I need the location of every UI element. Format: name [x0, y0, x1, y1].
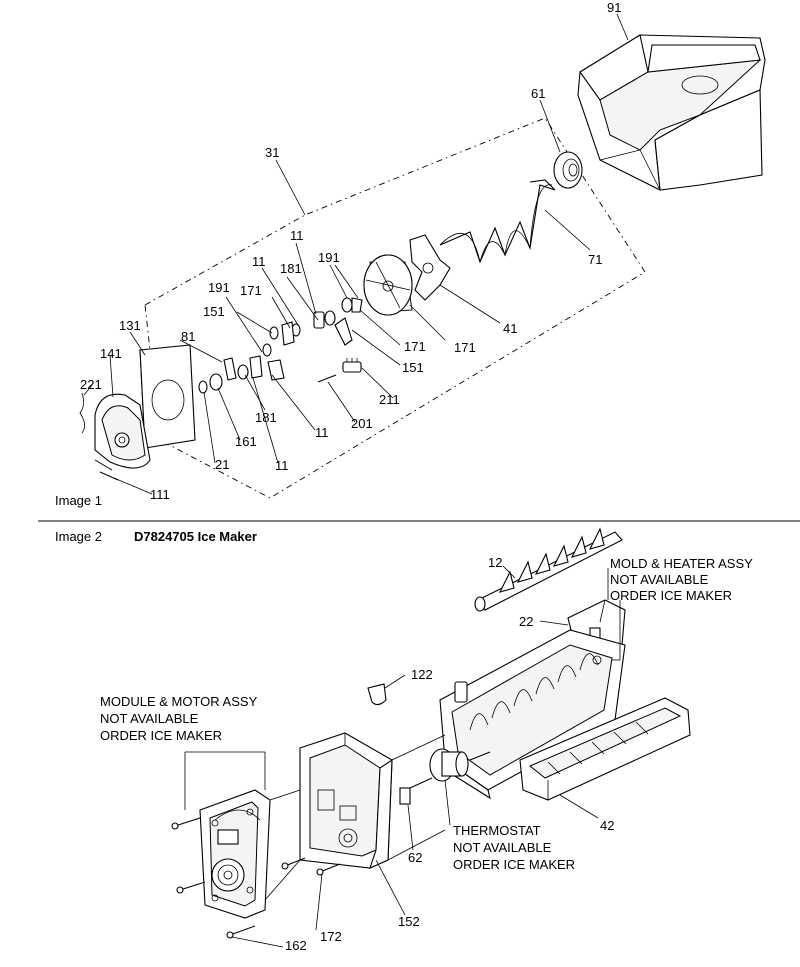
ejector-12: [474, 527, 623, 612]
callout-171: 171: [404, 339, 426, 354]
svg-text:ORDER ICE MAKER: ORDER ICE MAKER: [610, 588, 732, 603]
callout-151: 151: [203, 304, 225, 319]
svg-text:NOT AVAILABLE: NOT AVAILABLE: [100, 711, 199, 726]
callout-131: 131: [119, 318, 141, 333]
callout-111: 111: [150, 487, 170, 502]
svg-text:ORDER ICE MAKER: ORDER ICE MAKER: [453, 857, 575, 872]
callout-151: 151: [402, 360, 424, 375]
callout-172: 172: [320, 929, 342, 944]
callout-91: 91: [607, 0, 621, 15]
ice-bucket-91: [577, 34, 766, 191]
housing-152: [299, 732, 393, 870]
callout-191: 191: [208, 280, 230, 295]
image2-drawing: Image 2 D7824705 Ice Maker: [55, 527, 753, 953]
callout-61: 61: [531, 86, 545, 101]
small-hardware-upper: [269, 297, 363, 346]
svg-text:MOLD & HEATER ASSY: MOLD & HEATER ASSY: [610, 556, 753, 571]
module-motor: [199, 789, 271, 919]
callout-11: 11: [290, 228, 304, 243]
image1-caption: Image 1: [55, 493, 102, 508]
callout-81: 171: [454, 340, 476, 355]
callouts-image1: 91 61 31 71 11 181 191 11 191 171 41 131…: [80, 0, 621, 502]
callout-12: 12: [488, 555, 502, 570]
callout-62: 62: [408, 850, 422, 865]
callout-42: 42: [600, 818, 614, 833]
pin-201: [317, 374, 337, 383]
switch-211: [342, 358, 362, 373]
housing-141: [94, 393, 151, 469]
leader-lines-image2: [184, 565, 621, 948]
svg-text:ORDER ICE MAKER: ORDER ICE MAKER: [100, 728, 222, 743]
leader-lines-image1: [83, 13, 629, 495]
spring-221: [79, 392, 85, 434]
callouts-image2: 12 22 122 62 42 152 172 162: [285, 555, 614, 953]
image2-title: D7824705 Ice Maker: [134, 529, 257, 544]
callout-221: 221: [80, 377, 102, 392]
svg-text:NOT AVAILABLE: NOT AVAILABLE: [453, 840, 552, 855]
plate-131: [139, 344, 196, 449]
callout-171: 81: [181, 329, 195, 344]
clip-122: [367, 683, 387, 706]
callout-211: 211: [379, 392, 400, 407]
image2-caption: Image 2: [55, 529, 102, 544]
cover-42: [519, 697, 691, 801]
drum-81: [363, 254, 413, 316]
callout-201: 201: [351, 416, 373, 431]
note-module-motor: MODULE & MOTOR ASSY NOT AVAILABLE ORDER …: [100, 694, 258, 743]
svg-text:THERMOSTAT: THERMOSTAT: [453, 823, 541, 838]
callout-31: 31: [265, 145, 279, 160]
note-mold-heater: MOLD & HEATER ASSY NOT AVAILABLE ORDER I…: [610, 556, 753, 603]
callout-161: 161: [235, 434, 257, 449]
callout-181: 181: [255, 410, 277, 425]
callout-71: 71: [588, 252, 602, 267]
callout-171: 171: [240, 283, 262, 298]
callout-11: 11: [315, 425, 329, 440]
svg-text:NOT AVAILABLE: NOT AVAILABLE: [610, 572, 709, 587]
callout-141: 141: [100, 346, 122, 361]
callout-122: 122: [411, 667, 433, 682]
callout-22: 22: [519, 614, 533, 629]
callout-181: 181: [280, 261, 302, 276]
part-62: [399, 787, 411, 805]
callout-21: 21: [215, 457, 229, 472]
small-hardware-lower: [198, 343, 285, 394]
image1-drawing: 91 61 31 71 11 181 191 11 191 171 41 131…: [55, 0, 766, 508]
assembly-lines-image2: [264, 734, 446, 901]
svg-text:MODULE & MOTOR ASSY: MODULE & MOTOR ASSY: [100, 694, 258, 709]
auger-71: [439, 179, 556, 264]
thermostat: [409, 748, 491, 789]
screws-172-162: [171, 817, 341, 939]
callout-162: 162: [285, 938, 307, 953]
callout-191: 191: [318, 250, 340, 265]
callout-11: 11: [275, 458, 289, 473]
callout-152: 152: [398, 914, 420, 929]
bearing-61: [553, 151, 583, 189]
callout-11: 11: [252, 254, 266, 269]
note-thermostat: THERMOSTAT NOT AVAILABLE ORDER ICE MAKER: [453, 823, 575, 872]
crusher-blade-41: [409, 234, 451, 301]
callout-41: 41: [503, 321, 517, 336]
